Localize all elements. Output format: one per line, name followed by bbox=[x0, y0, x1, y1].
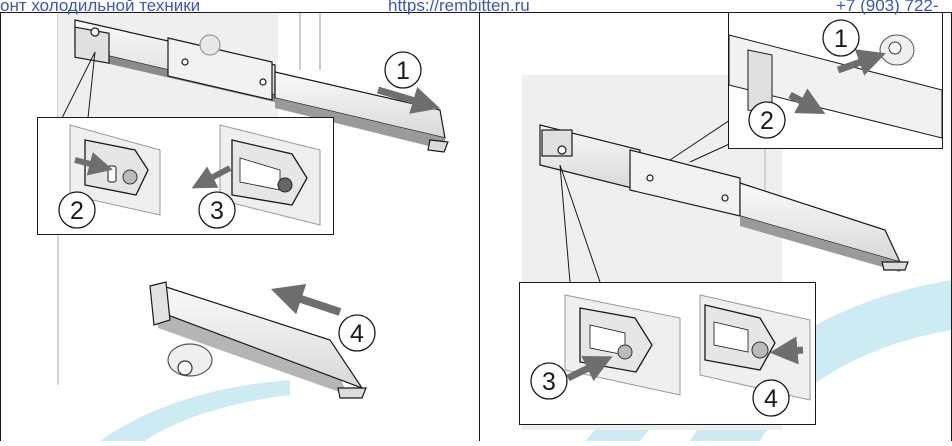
left-rail-assembly bbox=[74, 19, 449, 153]
release-arrow-icon bbox=[191, 165, 232, 189]
header-url-link[interactable]: https://rembitten.ru bbox=[388, 0, 530, 15]
svg-text:1: 1 bbox=[834, 25, 848, 53]
push-arrow-icon bbox=[836, 49, 886, 76]
left-panel: 1 2 3 4 bbox=[37, 12, 449, 399]
svg-text:4: 4 bbox=[764, 385, 778, 413]
svg-text:3: 3 bbox=[210, 197, 224, 225]
svg-text:2: 2 bbox=[70, 197, 84, 225]
header-left-text: онт холодильной техники bbox=[0, 0, 201, 15]
step-marker-right-1: 1 bbox=[822, 19, 860, 57]
step-marker-right-3: 3 bbox=[530, 362, 568, 400]
step-marker-right-2: 2 bbox=[748, 101, 786, 139]
step-marker-left-2: 2 bbox=[58, 191, 96, 229]
step-marker-left-4: 4 bbox=[338, 314, 376, 352]
left-detached-rail bbox=[149, 281, 367, 399]
svg-text:2: 2 bbox=[760, 107, 774, 135]
header-phone: +7 (903) 722- bbox=[836, 0, 939, 15]
svg-text:3: 3 bbox=[542, 368, 556, 396]
right-rail-assembly bbox=[539, 124, 909, 272]
insert-arrow-icon bbox=[270, 283, 342, 316]
step-marker-right-4: 4 bbox=[752, 379, 790, 417]
lock-arrow-icon bbox=[566, 355, 613, 382]
slide-arrow-icon bbox=[74, 152, 113, 176]
shift-arrow-icon bbox=[788, 88, 826, 114]
pull-arrow-icon bbox=[377, 86, 441, 114]
left-detail-callout bbox=[37, 117, 334, 235]
svg-text:4: 4 bbox=[350, 320, 364, 348]
right-bottom-detail-callout bbox=[519, 282, 816, 425]
right-panel: 1 2 3 4 bbox=[519, 12, 943, 430]
svg-text:1: 1 bbox=[396, 57, 410, 85]
step-marker-left-1: 1 bbox=[384, 51, 422, 89]
step-marker-left-3: 3 bbox=[198, 191, 236, 229]
secure-arrow-icon bbox=[769, 336, 804, 365]
